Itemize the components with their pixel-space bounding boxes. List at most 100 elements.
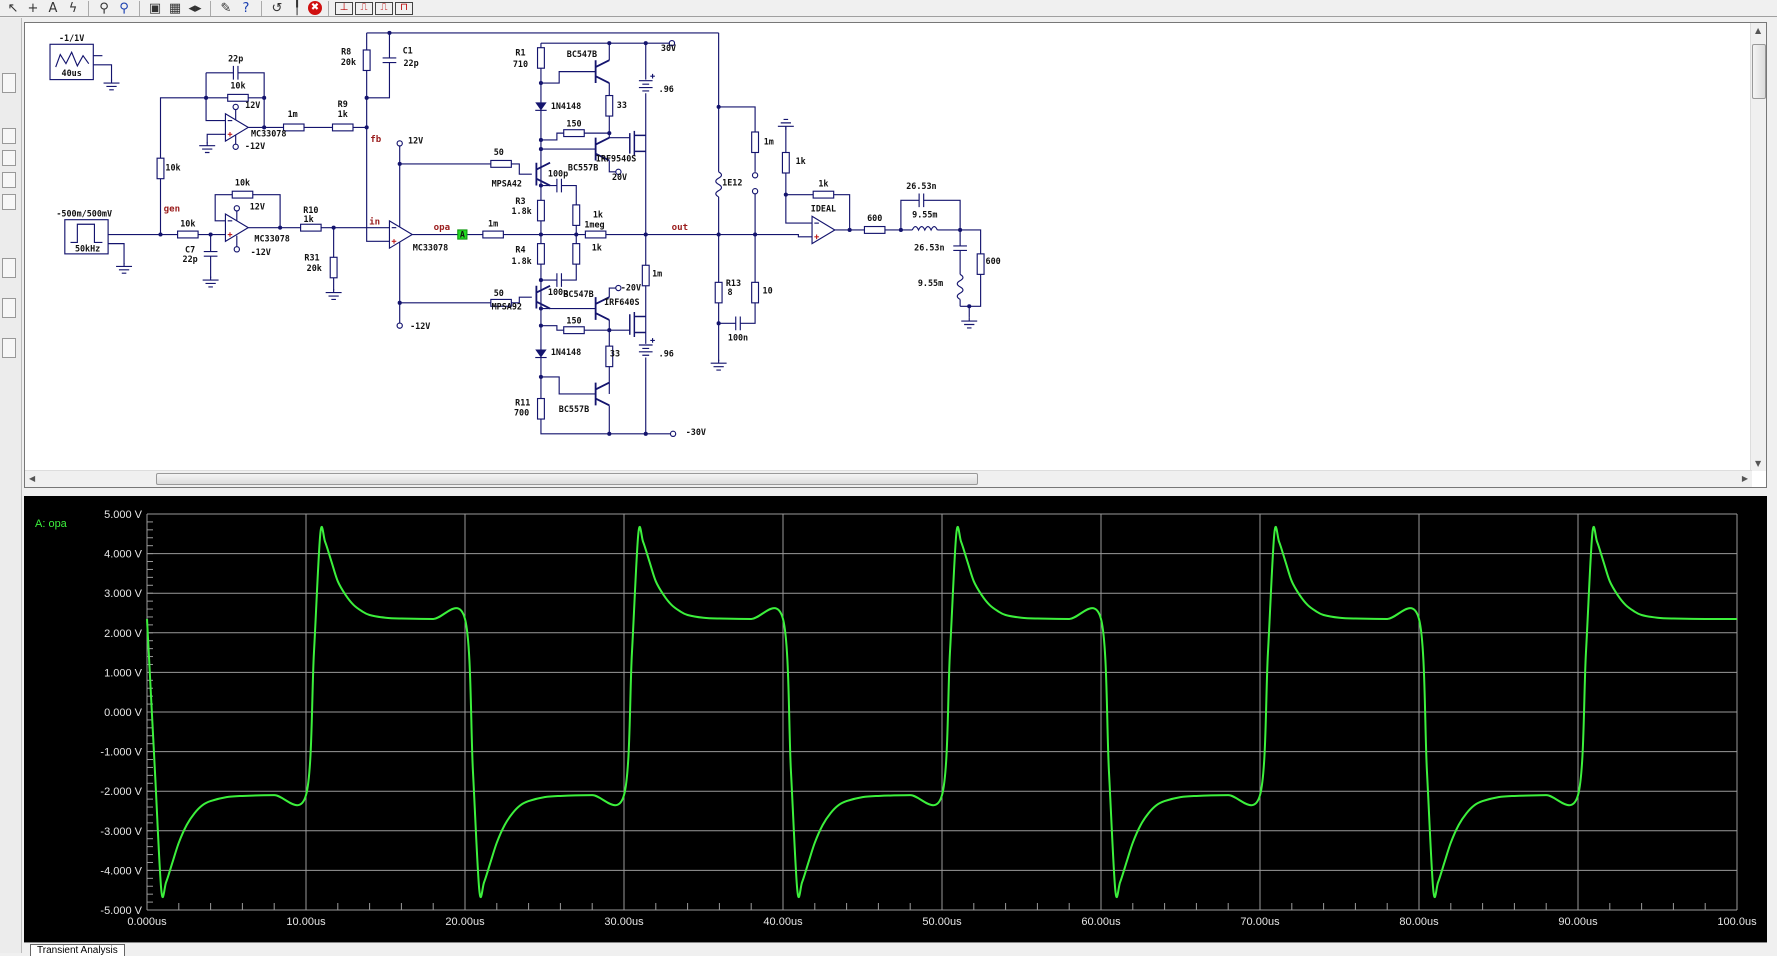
zoom-fit-icon[interactable]: ▣	[148, 0, 162, 16]
component-label: -12V	[245, 141, 265, 151]
opamp-plus	[227, 131, 233, 137]
toolbar-separator	[328, 0, 329, 16]
square-source	[64, 219, 109, 255]
component-label: 1m	[652, 269, 662, 279]
resistor	[863, 225, 886, 234]
component-label: MPSA42	[492, 179, 522, 189]
resistor	[572, 243, 581, 265]
component-label: .96	[659, 348, 674, 358]
flip-icon[interactable]: ◂▸	[188, 0, 202, 16]
legend-label: A: opa	[35, 518, 68, 530]
mosfet	[629, 130, 646, 156]
probe-label[interactable]: A	[460, 229, 465, 239]
fourier-icon[interactable]: ⊓	[395, 1, 413, 15]
edit-analysis-icon[interactable]: ✎	[220, 0, 232, 16]
component-label: 40us	[62, 68, 82, 78]
probe-flash-icon[interactable]: ϟ	[68, 0, 78, 16]
grid-icon[interactable]: ▦	[168, 0, 182, 16]
stop-icon[interactable]: ✖	[308, 1, 322, 15]
component-label: 26.53n	[914, 242, 944, 252]
component-label: .96	[659, 84, 674, 94]
terminal-pin	[615, 168, 622, 176]
wire	[540, 376, 596, 395]
component-label: 10k	[235, 178, 250, 188]
horizontal-scrollbar[interactable]: ◀ ▶	[25, 470, 1752, 487]
component-label: 700	[514, 408, 529, 418]
junction-dot	[783, 192, 788, 197]
opamp-plus	[391, 239, 397, 244]
x-tick-label: 30.00us	[604, 916, 644, 928]
inductor	[715, 171, 723, 198]
side-button[interactable]	[2, 298, 16, 318]
scroll-down-icon[interactable]: ▼	[1755, 459, 1762, 468]
component-label: 10k	[165, 163, 180, 173]
component-label: 1meg	[584, 220, 604, 230]
component-label: 600	[867, 213, 882, 223]
scroll-up-icon[interactable]: ▲	[1755, 26, 1762, 35]
resistor	[282, 123, 305, 132]
x-tick-label: 40.00us	[763, 916, 803, 928]
junction-dot	[278, 225, 283, 230]
resistor	[536, 199, 545, 222]
component-label: 22p	[228, 53, 243, 63]
zoom-icon[interactable]: ⚲	[119, 0, 129, 16]
component-label: 100n	[728, 332, 748, 342]
junction-dot	[643, 41, 648, 46]
x-tick-label: 60.00us	[1081, 916, 1121, 928]
component-label: 20V	[612, 172, 627, 182]
resistor	[584, 230, 607, 239]
battery	[638, 338, 655, 356]
component-label: 100p	[548, 168, 568, 178]
component-label: 20k	[307, 263, 322, 273]
side-button[interactable]	[2, 150, 16, 166]
junction-dot	[364, 95, 369, 100]
mosfet	[629, 311, 646, 338]
help-icon[interactable]: ?	[242, 0, 250, 16]
wire	[785, 194, 851, 230]
scroll-left-icon[interactable]: ◀	[29, 474, 36, 483]
terminal-pin	[668, 39, 676, 47]
vertical-scrollbar[interactable]: ▲ ▼	[1750, 23, 1766, 471]
side-button[interactable]	[2, 258, 16, 278]
side-button[interactable]	[2, 128, 16, 144]
analysis-tabs: Transient Analysis	[24, 942, 1767, 956]
junction-dot	[538, 80, 543, 86]
side-button[interactable]	[2, 194, 16, 210]
pin-icon[interactable]: ╿	[293, 0, 301, 16]
tab-transient-analysis[interactable]: Transient Analysis	[30, 944, 125, 956]
side-button[interactable]	[2, 172, 16, 188]
component-label: R9	[338, 99, 348, 109]
component-label: C1	[403, 45, 413, 55]
vertical-scroll-thumb[interactable]	[1752, 44, 1766, 99]
dc-analysis-icon[interactable]: ⊥	[335, 1, 353, 15]
y-tick-label: 0.000 V	[104, 707, 143, 719]
junction-dot	[538, 374, 543, 379]
inductor	[911, 225, 938, 232]
transient-step-icon[interactable]: ⎍	[375, 1, 393, 15]
wire	[206, 133, 226, 144]
pointer-icon[interactable]: ↖	[7, 0, 19, 16]
component-label: 12V	[245, 100, 260, 110]
side-button[interactable]	[2, 73, 16, 93]
resistor	[536, 47, 545, 69]
junction-dot	[607, 431, 612, 436]
zoom-in-icon[interactable]: ⚲	[99, 0, 109, 16]
scroll-right-icon[interactable]: ▶	[1741, 474, 1748, 483]
text-tool-icon[interactable]: A	[48, 0, 58, 16]
y-tick-label: -2.000 V	[100, 786, 142, 798]
wire-cross-icon[interactable]: +	[27, 0, 39, 16]
resistor	[976, 253, 985, 275]
y-tick-label: 5.000 V	[104, 509, 143, 521]
component-label: 100p	[548, 287, 568, 297]
battery-gap	[637, 79, 654, 94]
junction-dot	[643, 232, 648, 237]
transient-analysis-icon[interactable]: ⎍	[355, 1, 373, 15]
ground-symbol	[325, 289, 342, 301]
component-label: MPSA92	[492, 302, 522, 312]
side-button[interactable]	[2, 338, 16, 358]
component-label: 22p	[183, 254, 198, 264]
horizontal-scroll-thumb[interactable]	[156, 473, 978, 485]
undo-icon[interactable]: ↺	[271, 0, 283, 16]
